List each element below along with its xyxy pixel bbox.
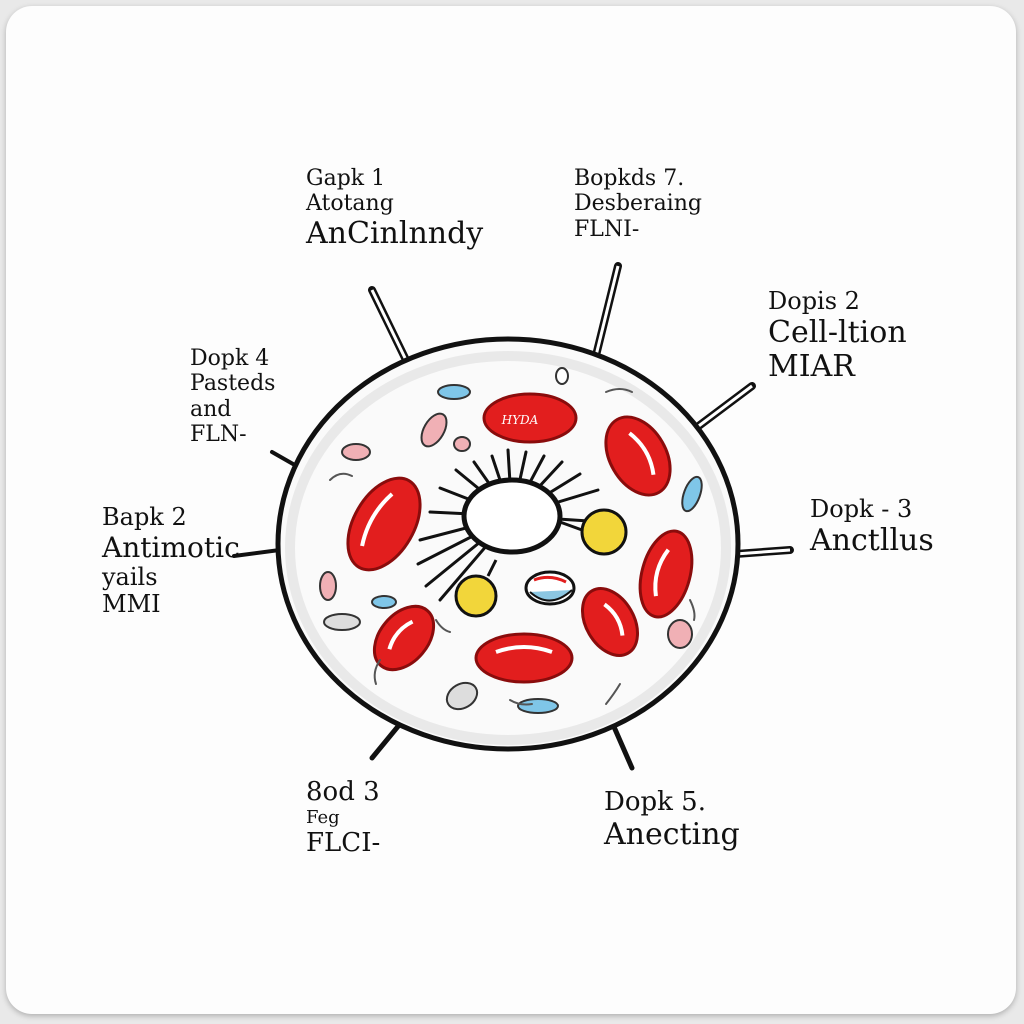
label-2: Bopkds 7. Desberaing FLNI- bbox=[574, 166, 702, 242]
label-6-line-1: Dopk - 3 bbox=[810, 495, 913, 523]
label-1-line-2: Atotang bbox=[306, 191, 394, 217]
nucleus bbox=[461, 477, 563, 555]
label-6-line-2: Anctllus bbox=[810, 522, 934, 558]
label-5: Bapk 2 Antimotic yails MMI bbox=[102, 503, 240, 619]
rbc-lower-left bbox=[372, 604, 436, 672]
label-3-line-2: Cell-ltion bbox=[768, 314, 907, 350]
diagram-card: HYDA bbox=[6, 6, 1016, 1014]
label-5-line-3: yails bbox=[102, 562, 158, 591]
label-4-line-2: Pasteds bbox=[190, 371, 276, 397]
rbc-top: HYDA bbox=[482, 392, 578, 444]
label-5-line-4: MMI bbox=[102, 590, 161, 619]
label-8-line-2: Anecting bbox=[604, 816, 740, 852]
label-7-line-1: 8od 3 bbox=[306, 777, 380, 807]
label-4-line-1: Dopk 4 bbox=[190, 346, 270, 371]
small-vesicles bbox=[319, 367, 703, 714]
rbc-top-label: HYDA bbox=[501, 413, 539, 427]
label-1-line-3: AnCinlnndy bbox=[306, 215, 484, 251]
label-8-line-1: Dopk 5. bbox=[604, 787, 706, 817]
label-3: Dopis 2 Cell-ltion MIAR bbox=[768, 287, 907, 385]
rbc-left bbox=[346, 476, 422, 572]
yellow-granules bbox=[454, 508, 628, 618]
label-1-line-1: Gapk 1 bbox=[306, 166, 386, 191]
label-7: 8od 3 Feg FLCI- bbox=[306, 777, 381, 858]
rbc-right bbox=[638, 529, 694, 619]
label-4: Dopk 4 Pasteds and FLN- bbox=[190, 346, 275, 447]
label-7-line-2: Feg bbox=[306, 806, 340, 828]
label-6: Dopk - 3 Anctllus bbox=[810, 495, 934, 558]
rbc-bottom bbox=[474, 632, 574, 684]
label-5-line-2: Antimotic bbox=[102, 530, 240, 564]
rbc-right-upper bbox=[604, 415, 672, 497]
red-blood-cells: HYDA bbox=[346, 392, 694, 684]
label-7-line-3: FLCI- bbox=[306, 827, 381, 858]
label-3-line-3: MIAR bbox=[768, 349, 855, 385]
rbc-lower-right bbox=[581, 587, 639, 657]
label-1: Gapk 1 Atotang AnCinlnndy bbox=[306, 166, 483, 251]
label-4-line-3: and bbox=[190, 396, 232, 422]
label-4-line-4: FLN- bbox=[190, 421, 247, 447]
mixed-vesicle bbox=[524, 570, 576, 606]
label-2-line-3: FLNI- bbox=[574, 216, 640, 242]
label-8: Dopk 5. Anecting bbox=[604, 787, 740, 852]
granule-1 bbox=[580, 508, 628, 556]
label-5-line-1: Bapk 2 bbox=[102, 503, 187, 531]
label-2-line-2: Desberaing bbox=[574, 191, 702, 217]
label-2-line-1: Bopkds 7. bbox=[574, 166, 685, 191]
cell-diagram: HYDA bbox=[232, 262, 794, 771]
label-3-line-1: Dopis 2 bbox=[768, 287, 860, 315]
granule-2 bbox=[454, 574, 498, 618]
